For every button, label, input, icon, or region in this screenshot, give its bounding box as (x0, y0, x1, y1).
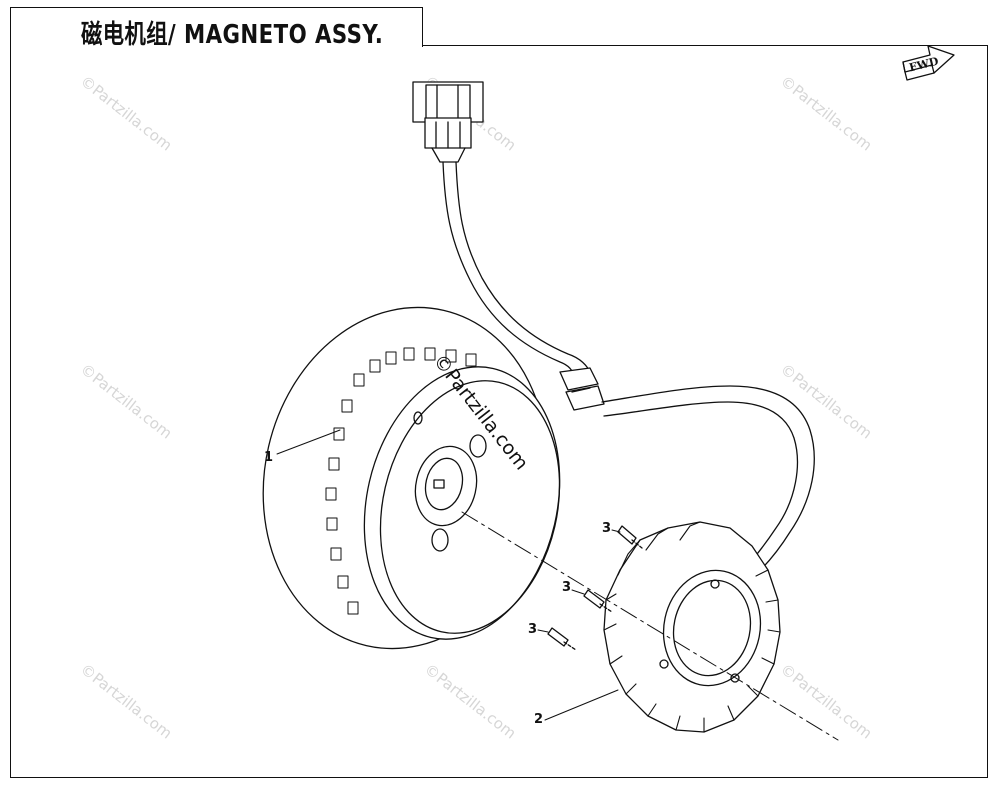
wire-harness (442, 161, 815, 583)
leader-lines (276, 429, 621, 721)
callout-stator: 2 (534, 712, 544, 727)
bolt-low (547, 627, 577, 651)
callout-bolt-low: 3 (528, 622, 538, 637)
flywheel-rotor (262, 306, 561, 650)
callout-flywheel: 1 (264, 450, 274, 465)
fwd-arrow-icon (902, 45, 955, 81)
center-axis-line (461, 511, 839, 741)
connector-plug (412, 81, 484, 163)
diagram-title: 磁电机组/ MAGNETO ASSY. (81, 20, 384, 50)
callout-bolt-top: 3 (602, 521, 612, 536)
stator-coil (603, 521, 781, 733)
diagram-frame (10, 45, 988, 778)
callout-bolt-mid: 3 (562, 580, 572, 595)
bolt-top (617, 525, 643, 549)
title-box: 磁电机组/ MAGNETO ASSY. (10, 7, 423, 50)
bolt-mid (583, 589, 613, 613)
